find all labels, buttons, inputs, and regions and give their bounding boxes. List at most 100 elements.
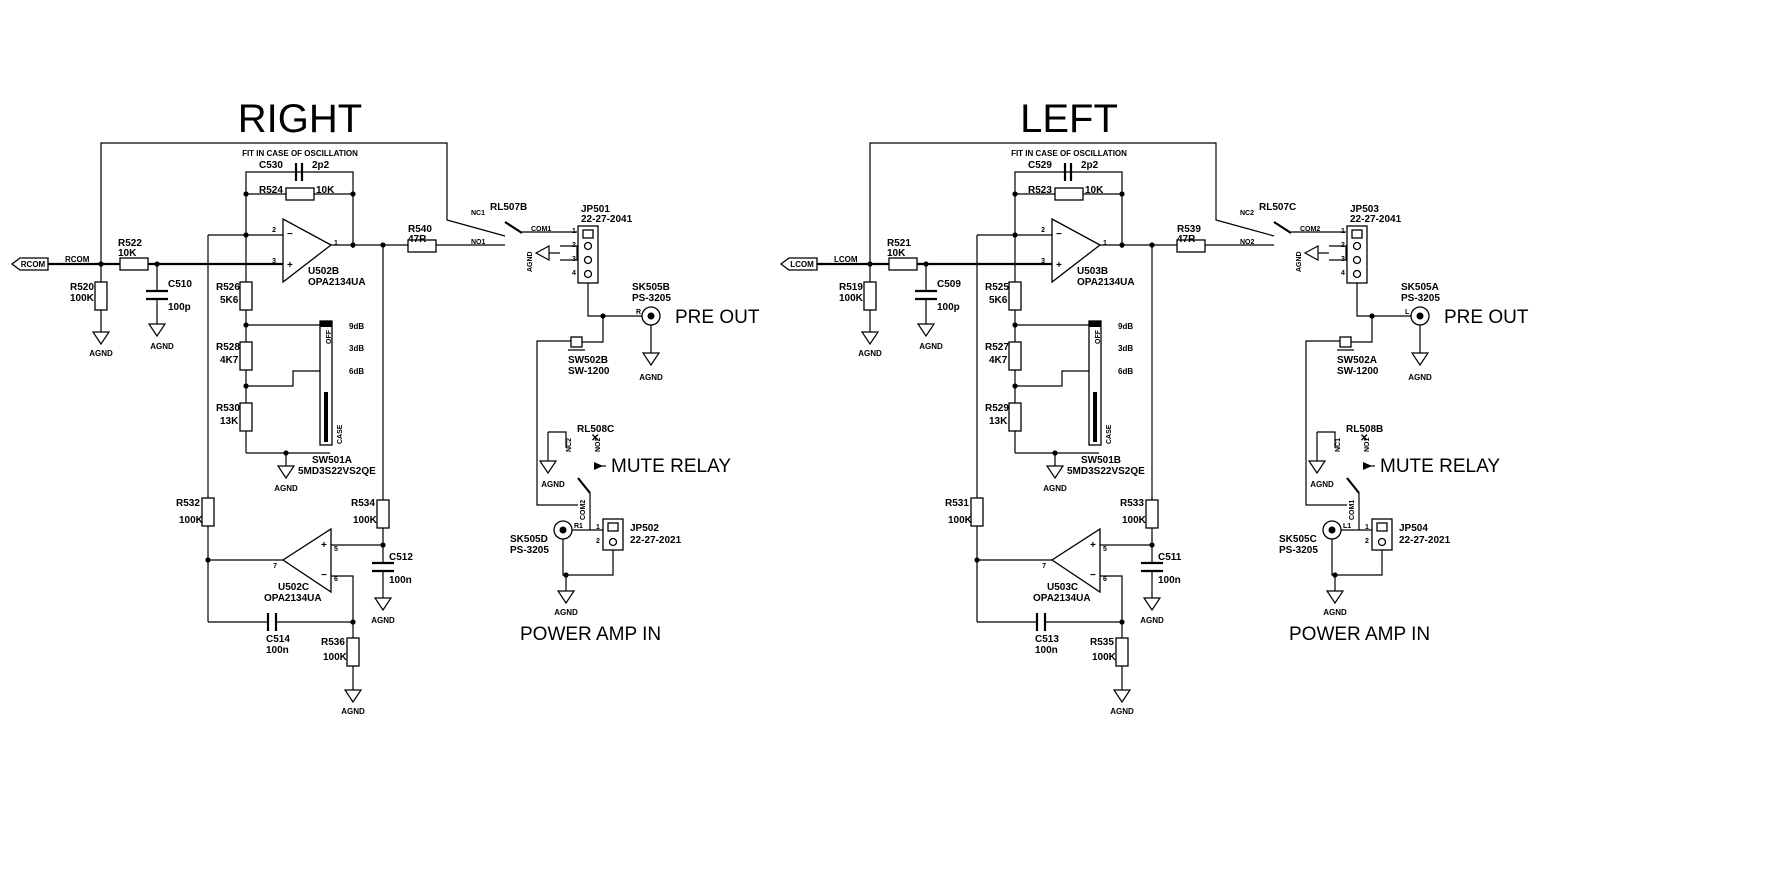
resistor-bias-2-ref: R533 [1120,498,1144,509]
resistor-out [407,239,437,253]
opamp-b-ref: U502C [278,582,309,593]
resistor-pulldown [94,281,108,311]
resistor-bias-1 [201,497,215,527]
relay-no-label: NO2 [595,438,602,453]
resistor-gain-1-ref: R525 [985,282,1009,293]
ground-symbol [276,465,296,480]
feedback-cap-wire [245,171,354,248]
capacitor-in-ref: C509 [937,279,961,290]
opamp-a-part: OPA2134UA [1077,277,1135,288]
gain-switch-ref: SW501A [312,455,352,466]
gain-switch-part: 5MD3S22VS2QE [298,466,376,477]
resistor-out-ref: R540 [408,224,432,235]
ground-label: AGND [1110,707,1134,716]
mute-switch [570,336,583,348]
channel-title: RIGHT [238,97,362,141]
ground-label: AGND [919,342,943,351]
mute-switch [1339,336,1352,348]
resistor-pulldown [863,281,877,311]
capacitor-feedback-val: 2p2 [1081,160,1099,171]
header-in-ref: JP502 [630,523,659,534]
feedback-cap-wire [1014,171,1123,248]
capacitor-feedback-val: 2p2 [312,160,330,171]
relay-a-ref: RL507B [490,202,527,213]
resistor-bias-2-val: 100K [1122,515,1147,526]
input-label: RCOM [21,260,46,269]
jack-pin-label: L [1405,309,1410,316]
header-in-part: 22-27-2021 [1399,535,1451,546]
switch-position-label: 6dB [1118,367,1133,376]
mute-switch-ref: SW502A [1337,355,1377,366]
capacitor-bias-2-ref: C514 [266,634,290,645]
relay-no-label: NO2 [1240,239,1255,246]
ground-symbol [1045,465,1065,480]
ground-label: AGND [1323,608,1347,617]
resistor-bias-3-val: 100K [323,652,348,663]
resistor-gain-2 [239,341,253,371]
resistor-bias-1 [970,497,984,527]
resistor-out-val: 47R [408,234,427,245]
capacitor-bias-1-val: 100n [389,575,412,586]
capacitor-feedback-ref: C529 [1028,160,1052,171]
resistor-in-ref: R522 [118,238,142,249]
capacitor-bias-1-val: 100n [1158,575,1181,586]
capacitor-bias-2 [1035,613,1047,631]
resistor-gain-2 [1008,341,1022,371]
input-net-label: LCOM [834,255,858,264]
pin-label: 3 [272,258,276,265]
right-channel: RIGHT FIT IN CASE OF OSCILLATION RCOM RC… [10,97,760,716]
mute-switch-part: SW-1200 [568,366,610,377]
ground-label: AGND [341,707,365,716]
resistor-gain-3 [239,402,253,432]
resistor-feedback [1054,187,1084,201]
relay-feedback-wire [100,142,506,262]
opamp-a [282,217,333,284]
capacitor-bias-2-val: 100n [266,645,289,656]
switch-position-label: 6dB [349,367,364,376]
ground-symbol [1303,244,1319,262]
jack-out-part: PS-3205 [632,293,671,304]
input-net-label: RCOM [65,255,90,264]
resistor-gain-3 [1008,402,1022,432]
resistor-bias-3 [346,637,360,667]
resistor-gain-3-val: 13K [989,416,1008,427]
pin-label: 4 [572,270,576,277]
ground-symbol [534,244,550,262]
opamp-a-ref: U503B [1077,266,1108,277]
svg-text:+: + [321,540,327,551]
opamp-b [281,527,332,594]
svg-text:−: − [1090,570,1096,581]
pin-label: 2 [1365,538,1369,545]
resistor-gain-3-val: 13K [220,416,239,427]
junction-dot [1012,191,1018,197]
relay-b-ref: RL508C [577,424,614,435]
ground-label: AGND [527,251,534,272]
switch-position-label: 9dB [1118,322,1133,331]
resistor-gain-2-ref: R528 [216,342,240,353]
capacitor-feedback-ref: C530 [259,160,283,171]
header-out-ref: JP501 [581,204,610,215]
jack-in-part: PS-3205 [1279,545,1318,556]
ground-label: AGND [1140,616,1164,625]
capacitor-bias-1 [372,561,394,573]
resistor-gain-1 [1008,281,1022,311]
pin-label: 7 [273,563,277,570]
resistor-pulldown-ref: R519 [839,282,863,293]
relay-nc-label: NC2 [566,438,573,452]
ground-symbol [1112,689,1132,704]
capacitor-feedback [1063,163,1073,181]
resistor-feedback-val: 10K [1085,185,1104,196]
ground-symbol [556,590,576,605]
pin-label: 3 [1041,258,1045,265]
mute-switch-ref: SW502B [568,355,608,366]
pre-out-label: PRE OUT [675,307,760,328]
ground-label: AGND [858,349,882,358]
mute-relay-label: MUTE RELAY [1380,456,1500,477]
resistor-bias-2-ref: R534 [351,498,375,509]
relay-com-label: COM1 [1349,500,1356,520]
pin-label: 1 [596,524,600,531]
relay-com-label: COM1 [531,226,551,233]
resistor-bias-3-val: 100K [1092,652,1117,663]
left-channel: LEFT FIT IN CASE OF OSCILLATION LCOM LCO… [779,97,1529,716]
opamp-b-part: OPA2134UA [1033,593,1091,604]
